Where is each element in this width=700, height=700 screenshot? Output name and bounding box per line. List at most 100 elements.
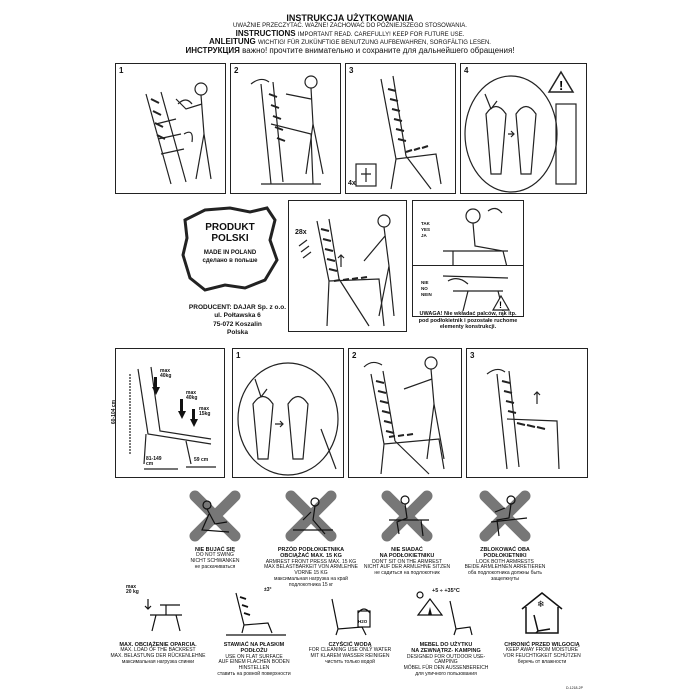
warning-armrest-front: PRZÓD PODŁOKIETNIKA OBCIĄŻAĆ MAX. 15 KG …: [263, 490, 359, 588]
info-title: CHRONIĆ PRZED WILGOCIĄ: [504, 642, 580, 648]
product-title-line2: POLSKI: [211, 232, 249, 244]
warning-icon: !: [559, 78, 563, 93]
title-pl: INSTRUKCJA UŻYTKOWANIA: [286, 13, 414, 23]
snowflake-icon: ❄: [537, 600, 545, 610]
title-en-line: INSTRUCTIONS IMPORTANT READ. CAREFULLY! …: [0, 28, 700, 38]
producer-street: ul. Połtawska 6: [214, 312, 261, 320]
title-ru-line: ИНСТРУКЦИЯ важно! прочтите внимательно и…: [0, 45, 700, 55]
no-swing-icon: [189, 490, 241, 542]
warning-de: NICHT AUF DER ARMLEHNE SITZEN: [363, 564, 451, 571]
yes-pl: TAK: [421, 221, 430, 226]
info-ru: максимальная нагрузка спинки: [121, 658, 195, 665]
folded-chair-illustration: [145, 82, 212, 185]
clean-water-icon: [331, 598, 371, 636]
product-title: PRODUKT POLSKI: [175, 222, 285, 244]
warning-ru: оба подлокотника должны быть защелкнуты: [468, 570, 542, 582]
no-de: NEIN: [421, 291, 432, 297]
producer-city: 75-072 Koszalin: [213, 320, 262, 328]
warning-en: DO NOT SWING: [196, 552, 234, 559]
producer-name: PRODUCENT: DAJAR Sp. z o.o.: [188, 304, 287, 311]
warning-title: PRZÓD PODŁOKIETNIKA: [277, 547, 345, 553]
max-armrest-word: max: [199, 406, 210, 412]
info-de: AUF EINEM FLACHEN BODEN HINSTELLEN: [218, 659, 290, 672]
wrong-usage-panel: NIE NO NEIN !: [412, 265, 524, 317]
step-number: 3: [470, 351, 475, 360]
warning-de: BEIDE ARMLEHNEN ARRETIEREN: [464, 564, 546, 571]
bottom-step-panel-3: 3: [466, 348, 588, 478]
warning-en: LOCK BOTH ARMRESTS: [476, 558, 534, 565]
unfolding-chair-illustration: [250, 75, 324, 185]
title-de: ANLEITUNG: [209, 37, 256, 47]
warning-ru: максимальная нагрузка на край подлокотни…: [274, 575, 348, 588]
step-panel-4: 4 !: [460, 63, 587, 194]
backrest-load-icon: [144, 599, 182, 632]
made-in-ru-text: сделано в польше: [202, 258, 258, 264]
info-en: FOR CLEANING USE ONLY WATER: [308, 647, 392, 654]
step-number: 2: [234, 66, 239, 75]
warning-title-line2: PODŁOKIETNIKI: [483, 553, 527, 560]
step-number: 1: [119, 66, 124, 75]
title-en: INSTRUCTIONS: [235, 28, 296, 38]
info-moisture: ❄ CHRONIĆ PRZED WILGOCIĄ KEEP AWAY FROM …: [494, 585, 590, 666]
folded-chair-final-illustration: [486, 368, 560, 470]
info-de: MAX. BELASTUNG DER RÜCKENLEHNE: [110, 653, 206, 660]
lock-armrests-icon: [479, 490, 531, 542]
info-clean-water: H2O CZYŚCIĆ WODĄ FOR CLEANING USE ONLY W…: [302, 585, 398, 666]
folding-chair-step-illustration: [363, 356, 445, 475]
step-number: 2: [352, 351, 357, 360]
subtitle-en: IMPORTANT READ. CAREFULLY! KEEP FOR FUTU…: [297, 31, 465, 38]
warning-en: ARMREST FRONT PRESS MAX. 15 KG: [265, 558, 357, 565]
step-number: 3: [349, 66, 354, 75]
finger-pinch-illustration: !: [442, 275, 511, 312]
producer-address: PRODUCENT: DAJAR Sp. z o.o. ul. Połtawsk…: [180, 304, 295, 338]
flat-surface-tolerance: ±3°: [264, 587, 272, 593]
warning-ru: не садиться на подлокотник: [374, 570, 440, 577]
info-en: USE ON FLAT SURFACE: [225, 653, 283, 660]
length-dimension: 81-149 cm: [146, 456, 162, 468]
info-title: STAWIAĆ NA PŁASKIM: [223, 642, 285, 648]
info-ru: чистить только водой: [325, 658, 375, 665]
max-seat-value: 40kg: [186, 395, 198, 401]
info-text: CHRONIĆ PRZED WILGOCIĄ KEEP AWAY FROM MO…: [494, 642, 590, 666]
warning-text: NIE BUJAĆ SIĘ DO NOT SWING NICHT SCHWANK…: [167, 547, 263, 571]
yes-en: YES: [421, 226, 431, 232]
mid-count: 28x: [295, 229, 307, 236]
info-en: KEEP AWAY FROM MOISTURE: [505, 647, 579, 654]
warning-title-line2: OBCIĄŻAĆ MAX. 15 KG: [280, 553, 342, 560]
max-armrest-value: 15kg: [199, 411, 211, 417]
max-back-word: max: [160, 368, 171, 374]
step-panel-2: 2: [230, 63, 341, 194]
title-ru: ИНСТРУКЦИЯ: [185, 45, 240, 55]
info-ru: для уличного пользования: [415, 670, 477, 677]
warning-no-sit-armrest: NIE SIADAĆ NA PODŁOKIETNIKU DON'T SIT ON…: [359, 490, 455, 577]
step-number: 4: [464, 66, 469, 75]
warning-de: MAX BELASTBARKEIT VON ARMLEHNE VORNE 15 …: [264, 564, 358, 577]
camping-tent-icon: [416, 591, 473, 636]
bottom-step-panel-2: 2: [348, 348, 462, 478]
moisture-shelter-icon: ❄: [521, 592, 563, 634]
info-title-line2: PODŁOŻU: [240, 648, 268, 655]
bottom-step-panel-1: 1: [232, 348, 344, 478]
info-de: MIT KLAREM WASSER REINIGEN: [310, 653, 390, 660]
height-dimension: 60-104 cm: [111, 399, 118, 425]
subtitle-ru: важно! прочтите внимательно и сохраните …: [242, 45, 515, 55]
armrest-lock-illustration: !: [464, 70, 577, 193]
info-ru: беречь от влажности: [517, 658, 567, 665]
warning-ru: не раскачиваться: [194, 563, 236, 570]
info-outdoor-use: +5 ÷ +35°C MEBEL DO UŻYTKU NA ZEWNĄTRZ- …: [398, 585, 494, 678]
correct-usage-panel: TAK YES JA: [412, 200, 524, 277]
max-seat-word: max: [186, 390, 197, 396]
producer-country: Polska: [227, 329, 248, 337]
info-de: VOR FEUCHTIGKEIT SCHÜTZEN: [503, 653, 581, 660]
armrest-front-load-icon: [285, 490, 337, 542]
title-de-line: ANLEITUNG WICHTIG! FÜR ZUKÜNFTIGE BENUTZ…: [0, 37, 700, 47]
warning-no-swing: NIE BUJAĆ SIĘ DO NOT SWING NICHT SCHWANK…: [167, 490, 263, 571]
water-bucket-label: H2O: [358, 619, 368, 624]
product-code: D-1218-2P: [566, 686, 583, 690]
warning-title-line2: NA PODŁOKIETNIKU: [379, 553, 435, 560]
info-title: CZYŚCIĆ WODĄ: [328, 642, 372, 648]
info-text: STAWIAĆ NA PŁASKIM PODŁOŻU USE ON FLAT S…: [206, 642, 302, 678]
no-en: NO: [421, 285, 428, 291]
armrest-release-illustration: [237, 362, 339, 476]
